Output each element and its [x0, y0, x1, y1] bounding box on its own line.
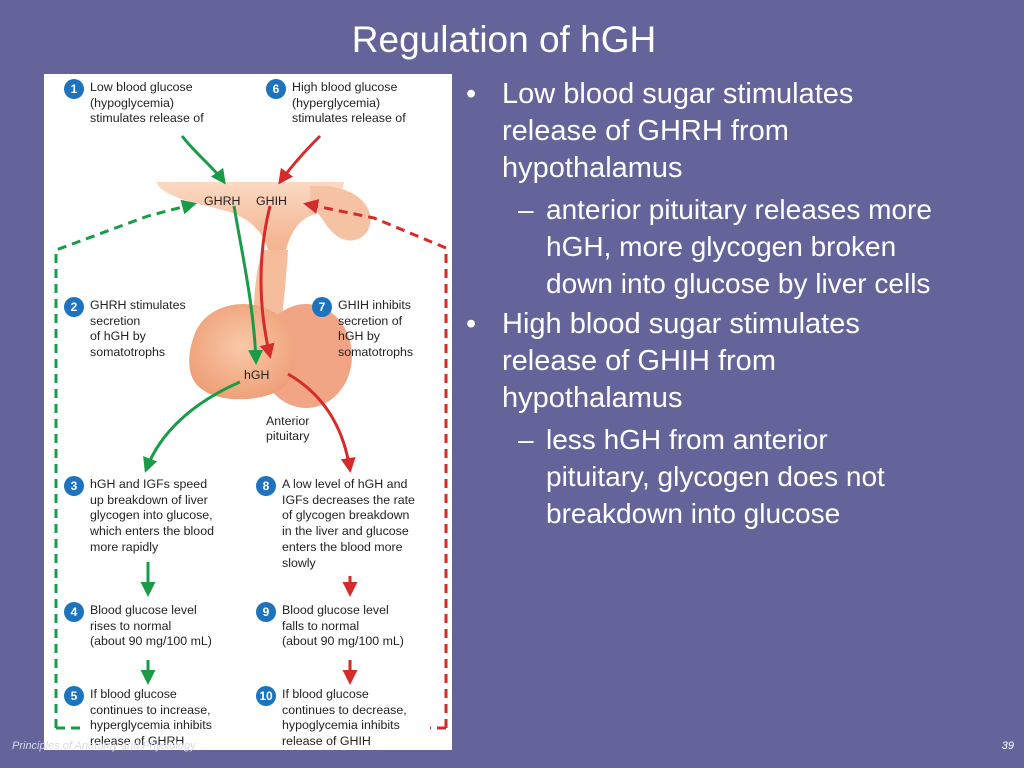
step-text: GHRH stimulates secretion of hGH by soma… — [90, 298, 186, 360]
step-number: 9 — [256, 602, 276, 622]
diagram-graphics — [54, 134, 448, 730]
sub-bullet-item: – less hGH from anterior pituitary, glyc… — [462, 421, 1022, 532]
arrow-ghrh-to-pituitary — [232, 205, 264, 365]
step-number: 1 — [64, 79, 84, 99]
step-number: 3 — [64, 476, 84, 496]
arrow-hyperglycemia-to-ghih — [278, 134, 322, 185]
anterior-pituitary-shape — [189, 304, 296, 400]
bullet-marker: • — [466, 308, 477, 340]
bullet-item: • Low blood sugar stimulates release of … — [462, 76, 1022, 187]
step-number: 7 — [312, 297, 332, 317]
step-text: Low blood glucose (hypoglycemia) stimula… — [90, 80, 204, 126]
hypothalamus-shape — [156, 182, 344, 258]
bullet-text: less hGH from anterior pituitary, glycog… — [546, 424, 885, 529]
step-number: 8 — [256, 476, 276, 496]
bullet-text: anterior pituitary releases more hGH, mo… — [546, 194, 932, 299]
anterior-pituitary-label: Anterior pituitary — [266, 414, 310, 443]
step-text: A low level of hGH and IGFs decreases th… — [282, 477, 415, 570]
bullet-marker: – — [518, 194, 534, 225]
bullet-text: High blood sugar stimulates release of G… — [502, 308, 860, 414]
hypothalamus-lobe — [310, 185, 371, 241]
step-text: hGH and IGFs speed up breakdown of liver… — [90, 477, 214, 554]
step-number: 6 — [266, 79, 286, 99]
bullet-marker: – — [518, 424, 534, 455]
step-number: 4 — [64, 602, 84, 622]
arrow-hgh-to-step8 — [287, 372, 356, 473]
slide-title: Regulation of hGH — [351, 19, 657, 60]
sub-bullet-item: – anterior pituitary releases more hGH, … — [462, 191, 1022, 302]
ghrh-label: GHRH — [204, 194, 241, 208]
hgh-label: hGH — [244, 368, 270, 382]
step-text: GHIH inhibits secretion of hGH by somato… — [338, 298, 414, 360]
bullet-item: • High blood sugar stimulates release of… — [462, 306, 1022, 417]
footer-text: Principles of Anatomy and Physiology — [12, 740, 196, 752]
step-text: Blood glucose level falls to normal (abo… — [282, 603, 404, 649]
step-text: If blood glucose continues to decrease, … — [282, 687, 407, 749]
step-number: 5 — [64, 686, 84, 706]
bullet-list: • Low blood sugar stimulates release of … — [462, 76, 1022, 536]
feedback-line-hypoglycemia — [54, 199, 197, 728]
step-text: Blood glucose level rises to normal (abo… — [90, 603, 212, 649]
step-number: 10 — [256, 686, 276, 706]
step-text: If blood glucose continues to increase, … — [90, 687, 212, 749]
arrow-hypoglycemia-to-ghrh — [180, 135, 226, 185]
arrow-ghih-to-pituitary — [259, 205, 275, 359]
step-text: High blood glucose (hyperglycemia) stimu… — [292, 80, 406, 126]
step-number: 2 — [64, 297, 84, 317]
feedback-line-hyperglycemia — [303, 199, 448, 728]
bullet-text: Low blood sugar stimulates release of GH… — [502, 78, 854, 184]
bullet-marker: • — [466, 78, 477, 110]
arrow-hgh-to-step3 — [143, 380, 241, 473]
ghih-label: GHIH — [256, 194, 287, 208]
page-number: 39 — [1001, 740, 1014, 752]
hgh-regulation-diagram: GHRH GHIH hGH Anterior pituitary 1 Low b… — [44, 74, 452, 750]
